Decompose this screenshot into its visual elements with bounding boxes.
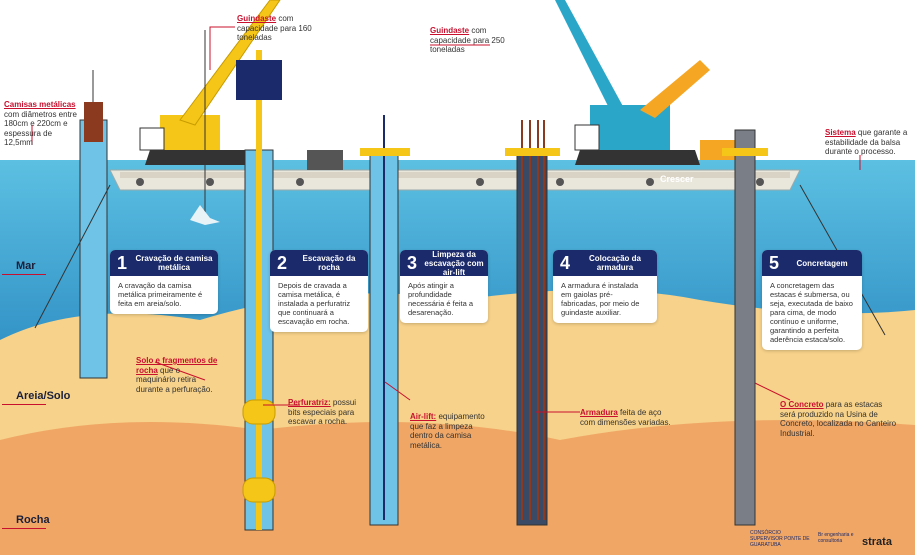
label-armadura: Armadura feita de aço com dimensões vari…: [580, 408, 675, 427]
step-2-text: Depois de cravada a camisa metálica, é i…: [278, 281, 351, 326]
label-guindaste-160: Guindaste com capacidade para 160 tonela…: [237, 14, 312, 43]
label-armadura-title: Armadura: [580, 408, 618, 417]
label-perfuratriz-text: possui bits especiais para escavar a roc…: [288, 398, 357, 426]
layer-label-sand: Areia/Solo: [2, 390, 70, 405]
pile-1: [79, 70, 108, 379]
step-4-title: Colocação da armadura: [588, 254, 641, 272]
label-camisas-title: Camisas metálicas: [4, 100, 76, 109]
label-camisas-text: com diâmetros entre 180cm e 220cm e espe…: [4, 109, 77, 148]
step-1-title: Cravação de camisa metálica: [135, 254, 213, 272]
label-perfuratriz: Perfuratriz: possui bits especiais para …: [288, 398, 368, 427]
label-solo: Solo e fragmentos de rocha que o maquiná…: [136, 356, 221, 394]
step-2-number: 2: [276, 252, 287, 273]
step-card-5: 5 Concretagem A concretagem das estacas é…: [762, 250, 862, 350]
step-4-number: 4: [559, 252, 570, 273]
label-concreto: O Concreto para as estacas será produzid…: [780, 400, 900, 438]
pile-2: [236, 50, 282, 531]
label-sistema: Sistema que garante a estabilidade da ba…: [825, 128, 910, 157]
pile-5: [722, 129, 768, 526]
stabilizer-cable-left: [34, 184, 111, 329]
step-card-2: 2 Escavação da rocha Depois de cravada a …: [270, 250, 368, 332]
pile-4: [505, 120, 560, 526]
step-5-title: Concretagem: [796, 258, 848, 268]
step-1-number: 1: [116, 252, 127, 273]
label-perfuratriz-title: Perfuratriz:: [288, 398, 331, 407]
step-3-title: Limpeza da escavação com air-lift: [424, 249, 484, 277]
pile-3: [360, 115, 410, 526]
label-concreto-text: para as estacas será produzido na Usina …: [780, 400, 897, 438]
layer-label-sea: Mar: [2, 260, 46, 275]
crane-250t: [555, 0, 740, 165]
rock-debris: [190, 205, 220, 225]
step-3-number: 3: [406, 252, 417, 273]
barge-name: Crescer: [660, 174, 694, 184]
label-camisas: Camisas metálicas com diâmetros entre 18…: [4, 100, 79, 148]
step-card-1: 1 Cravação de camisa metálica A cravação …: [110, 250, 218, 314]
label-concreto-title: O Concreto: [780, 400, 824, 409]
label-guindaste-160-title: Guindaste: [237, 14, 277, 23]
label-solo-text: que o maquinário retira durante a perfur…: [136, 365, 213, 394]
step-4-text: A armadura é instalada em gaiolas pré-fa…: [561, 281, 640, 317]
label-guindaste-250: Guindaste com capacidade para 250 tonela…: [430, 26, 510, 55]
crane-160t: [139, 0, 281, 215]
annotation-lines: [31, 26, 861, 413]
barge: [109, 150, 801, 191]
label-armadura-text: feita de aço com dimensões variadas.: [580, 408, 671, 427]
step-1-text: A cravação da camisa metálica primeirame…: [118, 281, 203, 308]
step-card-3: 3 Limpeza da escavação com air-lift Após …: [400, 250, 488, 323]
label-sistema-title: Sistema: [825, 128, 856, 137]
step-2-title: Escavação da rocha: [302, 254, 356, 272]
label-sistema-text: que garante a estabilidade da balsa dura…: [825, 128, 908, 156]
rock-layer: [0, 420, 915, 555]
logo-strata: strata: [862, 536, 892, 548]
label-guindaste-250-title: Guindaste: [430, 26, 470, 35]
label-airlift-text: equipamento que faz a limpeza dentro da …: [410, 412, 485, 450]
label-guindaste-250-text: com capacidade para 250 toneladas: [430, 26, 505, 54]
label-airlift: Air-lift: equipamento que faz a limpeza …: [410, 412, 495, 450]
logo-br: Br engenharia e consultoria: [818, 532, 854, 544]
step-5-text: A concretagem das estacas é submersa, ou…: [770, 281, 853, 344]
logo-consorcio: CONSÓRCIO SUPERVISOR PONTE DE GUARATUBA: [750, 530, 810, 548]
step-3-text: Após atingir a profundidade necessária é…: [408, 281, 474, 317]
label-airlift-title: Air-lift:: [410, 412, 437, 421]
step-5-number: 5: [768, 252, 779, 273]
label-guindaste-160-text: com capacidade para 160 toneladas: [237, 14, 312, 42]
label-solo-title: Solo e fragmentos de rocha: [136, 356, 218, 375]
layer-label-rock: Rocha: [2, 514, 50, 529]
step-card-4: 4 Colocação da armadura A armadura é inst…: [553, 250, 657, 323]
